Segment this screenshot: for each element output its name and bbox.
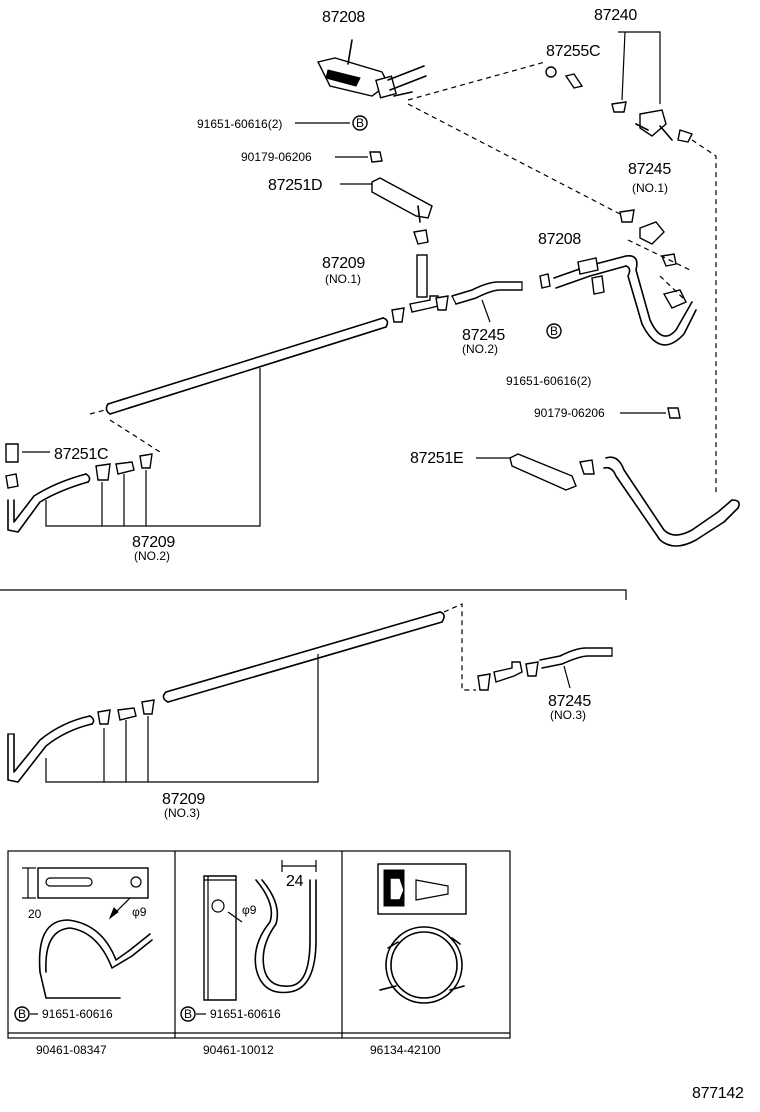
bolt-91651-top: B [295,115,368,131]
long-pipe-lower [162,611,445,703]
part-87255c [545,66,584,89]
nut-90179-top [335,151,383,163]
label-90179-mid: 90179-06206 [534,406,605,420]
cell2-callout-mark: B [184,1007,192,1021]
cell3-part-no: 96134-42100 [370,1043,441,1057]
label-87209-no1: 87209 [322,255,365,272]
cell2-part-no: 90461-10012 [203,1043,274,1057]
label-87245-no1-sub: (NO.1) [632,181,668,195]
label-87209-no2: 87209 [132,534,175,551]
cell1-part-no: 90461-08347 [36,1043,107,1057]
clip-tee-right [435,295,449,311]
label-87245-no2: 87245 [462,327,505,344]
clip-96134-42100-drawing [377,863,467,1004]
hose-87251d [340,177,433,223]
cell1-dim-b: φ9 [132,905,147,919]
label-87209-no1-sub: (NO.1) [325,272,361,286]
section-divider [0,589,627,600]
cell2-callout-part: 91651-60616 [210,1007,281,1021]
tee-connector [409,295,439,313]
hose-87245-no2 [451,281,523,323]
label-87245-no3-sub: (NO.3) [550,708,586,722]
hose-87251e [476,453,740,547]
valve-87208-mid [539,254,697,346]
cell2-callout-circle [180,1006,196,1022]
label-90179-top: 90179-06206 [241,150,312,164]
label-87251d: 87251D [268,177,322,194]
cell2-dim-a: 24 [286,873,304,890]
valve-87208-top [316,39,427,99]
part-87251c [5,368,261,533]
bolt-91651-mid: B [546,323,562,339]
label-91651-top: 91651-60616(2) [197,117,282,131]
long-pipe-upper [105,317,389,415]
cell1-callout-circle [14,1006,30,1022]
label-87209-no3-sub: (NO.3) [164,806,200,820]
connector-small [413,229,429,245]
label-87255c: 87255C [546,43,600,60]
svg-text:B: B [356,116,364,130]
clip-90461-10012-drawing [203,860,317,1001]
label-87245-no1: 87245 [628,161,671,178]
label-87208-mid: 87208 [538,231,581,248]
label-87245-no3: 87245 [548,693,591,710]
tube-87209-no1 [416,254,428,298]
label-87240: 87240 [594,7,637,24]
nut-90179-mid [620,407,681,419]
tee-lower [477,647,613,691]
svg-text:B: B [550,324,558,338]
label-91651-mid: 91651-60616(2) [506,374,591,388]
part-87245-no1 [619,209,677,267]
clip-table [7,850,511,1039]
label-87251c: 87251C [54,446,108,463]
left-assembly-lower [7,654,319,783]
label-87208-top: 87208 [322,9,365,26]
diagram-id: 877142 [692,1085,744,1102]
cell2-dim-b: φ9 [242,903,257,917]
cell1-callout-part: 91651-60616 [42,1007,113,1021]
clip-90461-08347-drawing [22,867,153,999]
label-87251e: 87251E [410,450,463,467]
label-87245-no2-sub: (NO.2) [462,342,498,356]
part-87240-group [611,31,693,143]
label-87209-no2-sub: (NO.2) [134,549,170,563]
clip-tee-left [391,307,405,323]
cell1-callout-mark: B [18,1007,26,1021]
cell1-dim-a: 20 [28,907,42,921]
label-87209-no3: 87209 [162,791,205,808]
